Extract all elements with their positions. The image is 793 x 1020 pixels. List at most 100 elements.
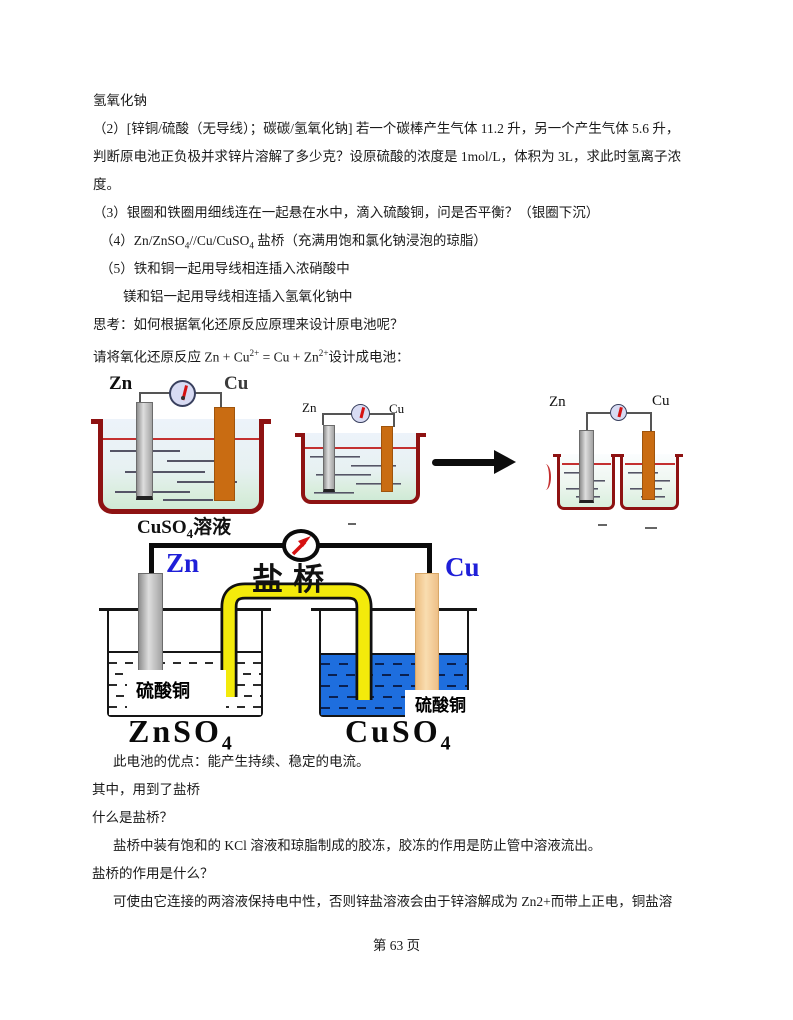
top-text-block: 氢氧化钠 （2）[锌铜/硫酸（无导线）；碳碳/氢氧化钠] 若一个碳棒产生气体 1… <box>0 87 793 367</box>
zn-electrode <box>579 430 594 503</box>
subscript: 4 <box>249 240 254 251</box>
galvanometer-icon <box>610 404 627 421</box>
text-fragment: = Cu + Zn <box>259 349 319 365</box>
text-line: 判断原电池正负极并求锌片溶解了多少克？设原硫酸的浓度是 1mol/L，体积为 3… <box>93 149 681 164</box>
red-arc-artifact <box>540 464 551 490</box>
zn-label: Zn <box>549 394 566 410</box>
cu-electrode <box>415 573 439 708</box>
text-line: 其中，用到了盐桥 <box>92 782 200 797</box>
figure-single-beaker-cell: Zn Cu CuSO4溶液 <box>91 368 275 542</box>
beaker <box>319 610 469 717</box>
text-line: （3）银圈和铁圈用细线连在一起悬在水中，滴入硫酸铜，问是否平衡？（银圈下沉） <box>93 205 600 220</box>
figure-salt-bridge-cell: Zn Cu 盐桥 硫酸铜 硫酸铜 ZnSO4 CuSO4 <box>99 528 550 755</box>
solution-surface-line <box>305 447 416 449</box>
wire <box>139 392 141 405</box>
wire <box>586 412 588 430</box>
galvanometer-icon <box>282 529 320 562</box>
text-fragment: ZnSO <box>128 713 222 749</box>
text-line: 什么是盐桥？ <box>92 810 173 825</box>
wire <box>586 412 610 414</box>
zn-label: Zn <box>109 373 133 394</box>
zn-label: Zn <box>166 548 200 578</box>
arrow-head <box>494 450 516 474</box>
galvanometer-icon <box>169 380 196 407</box>
text-line: 盐桥的作用是什么？ <box>92 866 214 881</box>
text-line: 镁和铝一起用导线相连插入氢氧化钠中 <box>123 289 353 304</box>
cu-electrode <box>381 426 393 492</box>
wire <box>322 413 324 425</box>
solution-surface-line <box>103 438 259 440</box>
galvanometer-needle <box>617 406 622 417</box>
text-line: （2）[锌铜/硫酸（无导线）；碳碳/氢氧化钠] 若一个碳棒产生气体 11.2 升… <box>93 121 680 136</box>
cu-electrode <box>642 431 655 500</box>
caption: CuSO4溶液 <box>137 512 231 542</box>
zn-electrode <box>138 573 163 685</box>
text-line: 可使由它连接的两溶液保持电中性，否则锌盐溶液会由于锌溶解成为 Zn2+而带上正电… <box>113 894 673 909</box>
subscript: 4 <box>440 732 454 755</box>
artifact-dash <box>348 523 356 525</box>
subscript: 4 <box>184 240 190 251</box>
cu-label: Cu <box>224 373 249 394</box>
text-fragment: //Cu/CuSO <box>189 233 250 248</box>
text-line: （5）铁和铜一起用导线相连插入浓硝酸中 <box>100 261 350 276</box>
wire <box>149 543 285 548</box>
zn-label: Zn <box>302 400 317 415</box>
wire <box>393 413 395 427</box>
superscript: 2+ <box>249 348 260 358</box>
cu-electrode <box>214 407 235 501</box>
transform-arrow-icon <box>432 450 517 474</box>
beaker-rim <box>99 608 271 611</box>
text-fragment: （4）Zn/ZnSO <box>100 233 185 248</box>
wire <box>316 543 432 548</box>
figure-small-beaker-cell: Zn Cu <box>295 396 428 514</box>
text-fragment: 请将氧化还原反应 Zn + Cu <box>93 349 250 365</box>
text-fragment: 盐桥（充满用饱和氯化钠浸泡的琼脂） <box>253 233 487 248</box>
text-line: （4）Zn/ZnSO4//Cu/CuSO4 盐桥（充满用饱和氯化钠浸泡的琼脂） <box>0 227 793 255</box>
beaker <box>107 610 263 717</box>
wire <box>369 413 394 415</box>
cu-label: Cu <box>389 401 405 416</box>
wire <box>322 413 352 415</box>
text-fragment: CuSO <box>137 517 187 538</box>
beaker-lip <box>616 454 624 457</box>
subscript: 4 <box>221 732 235 755</box>
superscript: 2+ <box>318 348 329 358</box>
figure-split-cell: Zn Cu <box>540 388 692 528</box>
left-overlay-label: 硫酸铜 <box>127 670 226 712</box>
subscript: 4 <box>186 525 194 541</box>
beaker-lip <box>295 433 304 437</box>
wire <box>427 543 432 577</box>
beaker-lip <box>259 419 271 424</box>
cu-label: Cu <box>652 393 670 409</box>
wire <box>195 392 222 394</box>
salt-bridge-tube <box>220 582 373 700</box>
cu-label: Cu <box>445 552 480 582</box>
text-line: 盐桥中装有饱和的 KCl 溶液和琼脂制成的胶冻，胶冻的作用是防止管中溶液流出。 <box>113 838 602 853</box>
text-fragment: 设计成电池： <box>328 349 410 365</box>
galvanometer-needle <box>359 407 365 419</box>
zn-electrode <box>323 425 335 492</box>
beaker-rim <box>311 608 477 611</box>
text-line: 氢氧化钠 <box>93 93 147 108</box>
wire <box>139 392 170 394</box>
artifact-dash <box>598 524 607 526</box>
text-line: 请将氧化还原反应 Zn + Cu2+ = Cu + Zn2+设计成电池： <box>0 339 793 367</box>
text-line: 思考：如何根据氧化还原反应原理来设计原电池呢？ <box>93 317 404 332</box>
text-fragment: 溶液 <box>193 517 232 538</box>
arrow-shaft <box>432 459 496 466</box>
wire <box>627 412 651 414</box>
galvanometer-icon <box>351 404 370 423</box>
beaker-lip <box>553 454 561 457</box>
artifact-dash <box>645 527 657 529</box>
znso4-caption: ZnSO4 <box>128 713 235 755</box>
text-line: 此电池的优点：能产生持续、稳定的电流。 <box>113 754 370 769</box>
beaker-lip <box>417 433 426 437</box>
beaker-lip <box>675 454 683 457</box>
wire <box>220 392 222 409</box>
galvanometer-pivot <box>180 396 185 401</box>
page-number: 第 63 页 <box>372 938 421 953</box>
zn-electrode <box>136 402 153 500</box>
bottom-text-block: 此电池的优点：能产生持续、稳定的电流。 其中，用到了盐桥 什么是盐桥？ 盐桥中装… <box>0 748 793 916</box>
galvanometer-needle <box>291 536 311 556</box>
